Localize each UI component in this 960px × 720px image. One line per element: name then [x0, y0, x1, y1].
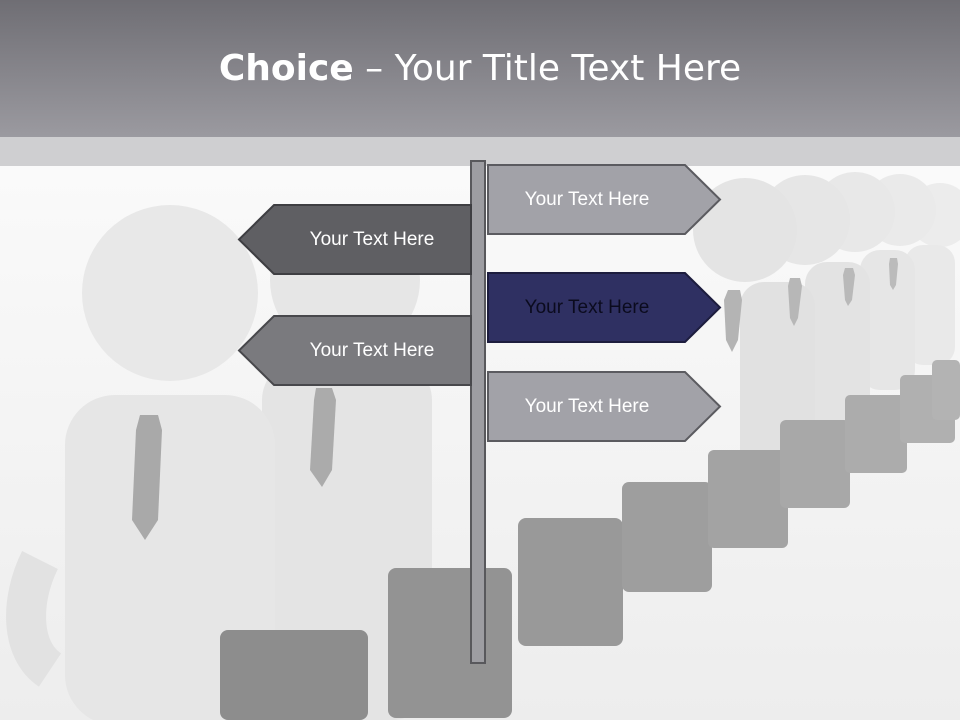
sign-left-bottom[interactable]: Your Text Here	[236, 315, 472, 386]
sign-label: Your Text Here	[524, 296, 650, 318]
signpost-pole	[470, 160, 486, 664]
sign-label: Your Text Here	[524, 188, 650, 210]
sign-right-bottom[interactable]: Your Text Here	[487, 371, 723, 442]
sign-label: Your Text Here	[309, 339, 435, 361]
sign-left-top[interactable]: Your Text Here	[236, 204, 472, 275]
sign-right-selected[interactable]: Your Text Here	[487, 272, 723, 343]
sign-label: Your Text Here	[524, 395, 650, 417]
arrow-right-shape	[487, 272, 722, 343]
arrow-right-shape	[487, 164, 722, 235]
title-bold: Choice	[218, 48, 354, 89]
title-bar	[0, 0, 960, 137]
sign-label: Your Text Here	[309, 228, 435, 250]
arrow-right-shape	[487, 371, 722, 442]
queue-figures	[6, 172, 960, 720]
slide-title[interactable]: Choice – Your Title Text Here	[0, 48, 960, 89]
arrow-left-shape	[237, 204, 472, 275]
sign-right-top[interactable]: Your Text Here	[487, 164, 723, 235]
title-text: – Your Title Text Here	[353, 48, 742, 89]
arrow-left-shape	[237, 315, 472, 386]
